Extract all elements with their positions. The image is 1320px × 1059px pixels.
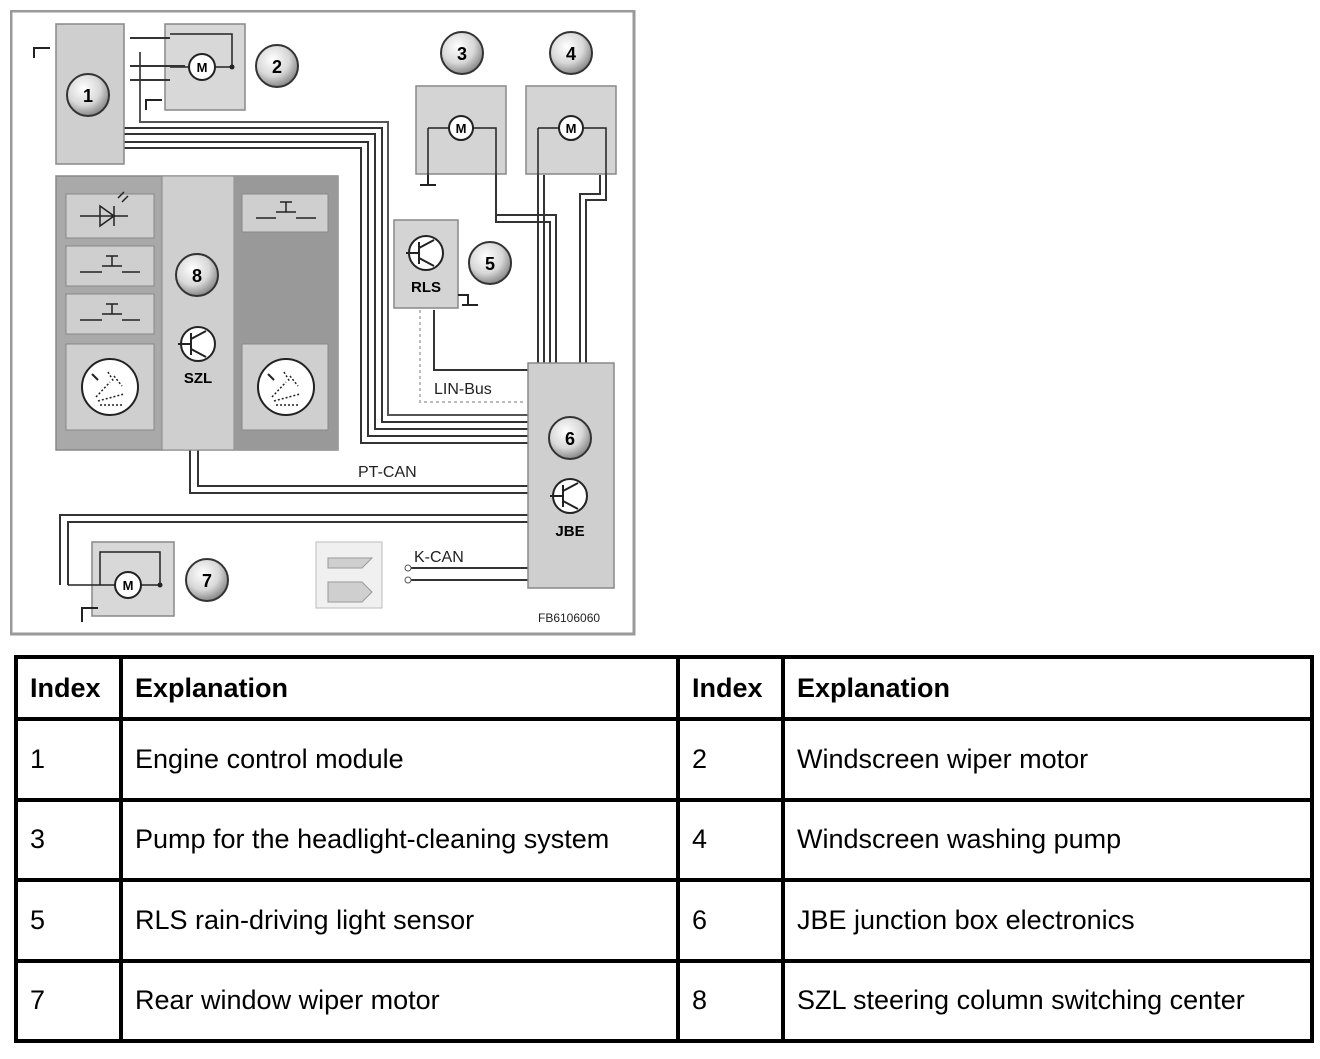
switch-icon: [80, 303, 140, 321]
jbe-junction-box: [527, 362, 615, 589]
k-can-connector-icon: [315, 541, 412, 609]
index-cell: 5: [14, 878, 123, 963]
svg-text:1: 1: [83, 86, 93, 106]
transistor-icon: [178, 326, 216, 362]
motor-icon: M: [537, 115, 607, 175]
badge-4: 4: [549, 31, 593, 75]
header-explanation: Explanation: [119, 655, 680, 721]
ground-icon: [145, 99, 162, 110]
badge-6: 6: [548, 416, 592, 460]
explanation-cell: Windscreen wiper motor: [781, 717, 1314, 802]
badge-1: 1: [66, 73, 110, 117]
header-index: Index: [676, 655, 785, 721]
lin-bus-label: LIN-Bus: [434, 381, 492, 398]
rls-label: RLS: [411, 279, 441, 296]
table-row: 7 Rear window wiper motor 8 SZL steering…: [14, 958, 1314, 1043]
ground-icon: [420, 175, 436, 186]
svg-text:7: 7: [202, 571, 212, 591]
svg-text:M: M: [197, 60, 208, 75]
table-row: 3 Pump for the headlight-cleaning system…: [14, 797, 1314, 882]
switch-icon: [80, 255, 140, 273]
svg-text:5: 5: [485, 254, 495, 274]
switch-cell: [241, 193, 329, 233]
explanation-cell: Windscreen washing pump: [781, 797, 1314, 882]
header-explanation: Explanation: [781, 655, 1314, 721]
jbe-label: JBE: [555, 523, 584, 540]
svg-text:2: 2: [272, 57, 282, 77]
washer-spray-icon: [81, 358, 139, 416]
explanation-cell: Rear window wiper motor: [119, 958, 680, 1043]
badge-5: 5: [468, 241, 512, 285]
header-index: Index: [14, 655, 123, 721]
index-cell: 2: [676, 717, 785, 802]
index-cell: 7: [14, 958, 123, 1043]
motor-icon: M: [68, 551, 163, 599]
diode-icon: [80, 191, 129, 228]
index-cell: 4: [676, 797, 785, 882]
svg-text:M: M: [123, 578, 134, 593]
szl-label: SZL: [184, 370, 212, 387]
explanation-cell: Pump for the headlight-cleaning system: [119, 797, 680, 882]
badge-3: 3: [440, 31, 484, 75]
svg-text:6: 6: [565, 429, 575, 449]
ground-icon: [458, 294, 478, 306]
svg-text:8: 8: [192, 266, 202, 286]
index-cell: 8: [676, 958, 785, 1043]
wiring-harness: [59, 52, 607, 585]
badge-8: 8: [175, 253, 219, 297]
k-can-label: K-CAN: [414, 549, 464, 566]
index-cell: 1: [14, 717, 123, 802]
table-row: 5 RLS rain-driving light sensor 6 JBE ju…: [14, 878, 1314, 963]
badge-7: 7: [185, 558, 229, 602]
explanation-cell: JBE junction box electronics: [781, 878, 1314, 963]
svg-text:M: M: [456, 121, 467, 136]
transistor-icon: [550, 478, 588, 514]
szl-center-panel: [161, 175, 235, 451]
svg-text:4: 4: [566, 44, 576, 64]
svg-text:3: 3: [457, 44, 467, 64]
washer-spray-icon: [257, 358, 315, 416]
ground-icon: [81, 607, 98, 622]
lin-bus-line: [419, 310, 526, 403]
legend-table: Index Explanation Index Explanation 1 En…: [14, 655, 1314, 1043]
table-row: 1 Engine control module 2 Windscreen wip…: [14, 717, 1314, 802]
wiring-diagram: M M M RLS JBE: [10, 10, 636, 636]
switch-icon: [256, 201, 316, 219]
pt-can-label: PT-CAN: [358, 464, 417, 481]
motor-icon: M: [427, 115, 497, 175]
ground-icon: [33, 47, 50, 58]
table-header-row: Index Explanation Index Explanation: [14, 655, 1314, 721]
explanation-cell: Engine control module: [119, 717, 680, 802]
index-cell: 3: [14, 797, 123, 882]
explanation-cell: SZL steering column switching center: [781, 958, 1314, 1043]
svg-text:M: M: [566, 121, 577, 136]
index-cell: 6: [676, 878, 785, 963]
figure-code: FB6106060: [538, 611, 600, 625]
transistor-icon: [406, 235, 444, 271]
badge-2: 2: [255, 44, 299, 88]
explanation-cell: RLS rain-driving light sensor: [119, 878, 680, 963]
